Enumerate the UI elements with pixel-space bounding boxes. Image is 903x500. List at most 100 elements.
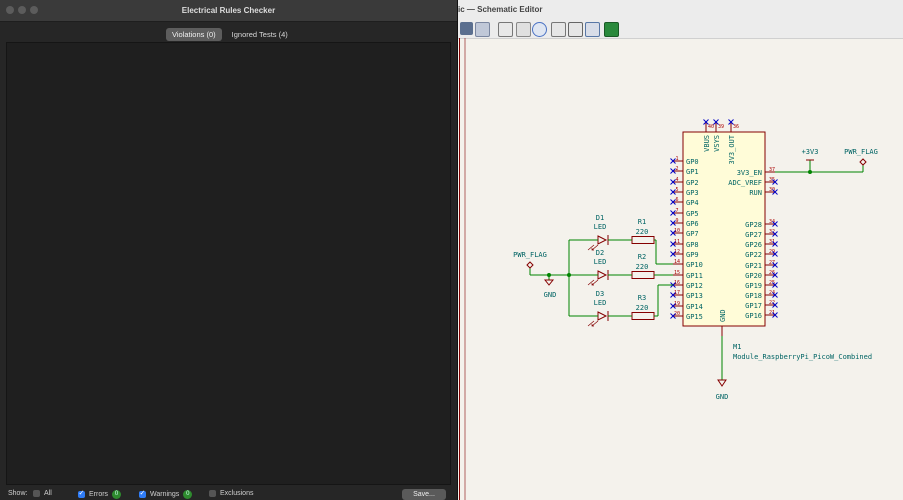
erc-footer: Show: All Errors 0 Warnings 0 Exclusions…: [0, 488, 457, 500]
no-connect-marker: [670, 251, 676, 257]
no-connect-marker: [772, 189, 778, 195]
pin-number: 26: [769, 270, 775, 276]
pin-number: 5: [675, 187, 678, 193]
erc-icon[interactable]: [551, 22, 566, 37]
pin-number: 34: [769, 219, 775, 225]
pin-label: GP15: [686, 313, 703, 321]
errors-checkbox[interactable]: [78, 489, 85, 498]
violations-list[interactable]: [6, 42, 451, 485]
library-browser-icon[interactable]: [460, 22, 473, 35]
no-connect-marker: [772, 282, 778, 288]
resistor-value: 220: [636, 228, 649, 236]
no-connect-marker: [670, 210, 676, 216]
all-checkbox[interactable]: [33, 490, 40, 497]
no-connect-marker: [772, 241, 778, 247]
filter-warnings[interactable]: Warnings 0: [139, 489, 193, 499]
annotate-icon[interactable]: [475, 22, 490, 37]
pin-label: GP22: [745, 251, 762, 259]
filter-errors[interactable]: Errors 0: [78, 489, 122, 499]
pin-label: GP7: [686, 230, 699, 238]
no-connect-marker: [772, 312, 778, 318]
pin-number: 12: [674, 249, 680, 255]
pin-number: 27: [769, 260, 775, 266]
led-emission-arrows: [587, 320, 599, 327]
pin-label: VSYS: [713, 135, 721, 152]
exclusions-checkbox[interactable]: [209, 490, 216, 497]
pin-number: 40: [708, 124, 714, 130]
pin-label: RUN: [749, 189, 762, 197]
editor-titlebar: ic — Schematic Editor: [458, 0, 903, 21]
pin-label: GP16: [745, 312, 762, 320]
pin-label: GP18: [745, 292, 762, 300]
erc-dialog: Electrical Rules Checker Violations (0) …: [0, 0, 458, 500]
pin-label: GP3: [686, 189, 699, 197]
pin-number: 20: [674, 311, 680, 317]
warnings-checkbox[interactable]: [139, 489, 146, 498]
gnd-symbol-bottom: [717, 379, 727, 387]
no-connect-marker: [670, 303, 676, 309]
no-connect-marker: [772, 221, 778, 227]
pin-number: 10: [674, 228, 680, 234]
pin-number: 22: [769, 300, 775, 306]
module-value: Module_RaspberryPi_PicoW_Combined: [733, 353, 872, 361]
pin-label: GP6: [686, 220, 699, 228]
editor-title: ic — Schematic Editor: [458, 5, 543, 14]
resistor-body: [631, 236, 655, 244]
led-body: [597, 270, 608, 280]
led-emission-arrows: [587, 244, 599, 251]
no-connect-marker: [670, 158, 676, 164]
pin-label: GP27: [745, 231, 762, 239]
led-value: LED: [594, 223, 607, 231]
pin-number: 30: [769, 187, 775, 193]
zoom-window-icon[interactable]: [30, 6, 38, 14]
table-icon[interactable]: [568, 22, 583, 37]
pin-label: GP4: [686, 199, 699, 207]
show-label: Show:: [8, 490, 28, 497]
editor-toolbar: [458, 20, 903, 39]
led-reference: D1: [596, 214, 604, 222]
no-connect-marker: [772, 272, 778, 278]
bom-icon[interactable]: [498, 22, 513, 37]
save-button[interactable]: Save...: [402, 489, 446, 500]
filter-all[interactable]: All: [33, 490, 52, 497]
tab-ignored-tests[interactable]: Ignored Tests (4): [231, 30, 288, 39]
resistor-reference: R2: [638, 253, 646, 261]
resistor-value: 220: [636, 263, 649, 271]
minimize-window-icon[interactable]: [18, 6, 26, 14]
pin-number: 17: [674, 290, 680, 296]
pin-label: 3V3_EN: [737, 169, 762, 177]
pin-label: GP20: [745, 272, 762, 280]
pin-label: GP12: [686, 282, 703, 290]
all-label: All: [44, 490, 52, 497]
pin-number: 4: [675, 177, 678, 183]
filter-exclusions[interactable]: Exclusions: [209, 490, 253, 497]
pcb-update-icon[interactable]: [585, 22, 600, 37]
close-window-icon[interactable]: [6, 6, 14, 14]
pin-number: 16: [674, 280, 680, 286]
pin-label: VBUS: [703, 135, 711, 152]
pin-number: 1: [675, 156, 678, 162]
resistor-body: [631, 312, 655, 320]
resistor-body: [631, 271, 655, 279]
warnings-label: Warnings: [150, 491, 180, 498]
pin-number: 14: [674, 259, 680, 265]
pin-number: 24: [769, 290, 775, 296]
no-connect-marker: [772, 231, 778, 237]
pin-number: 32: [769, 229, 775, 235]
exclusions-label: Exclusions: [220, 490, 254, 497]
pwr-flag-symbol-right: [859, 158, 867, 166]
no-connect-marker: [703, 119, 709, 125]
pin-label: GP21: [745, 262, 762, 270]
pin-label: GP1: [686, 168, 699, 176]
pin-label: GP9: [686, 251, 699, 259]
pin-number: 25: [769, 280, 775, 286]
pin-label: GP13: [686, 292, 703, 300]
netlist-icon[interactable]: [532, 22, 547, 37]
pcb-editor-icon[interactable]: [604, 22, 619, 37]
pin-number: 21: [769, 310, 775, 316]
tab-violations[interactable]: Violations (0): [166, 28, 222, 41]
pin-number: 11: [674, 239, 680, 245]
simulator-icon[interactable]: [516, 22, 531, 37]
pin-label: GP14: [686, 303, 703, 311]
